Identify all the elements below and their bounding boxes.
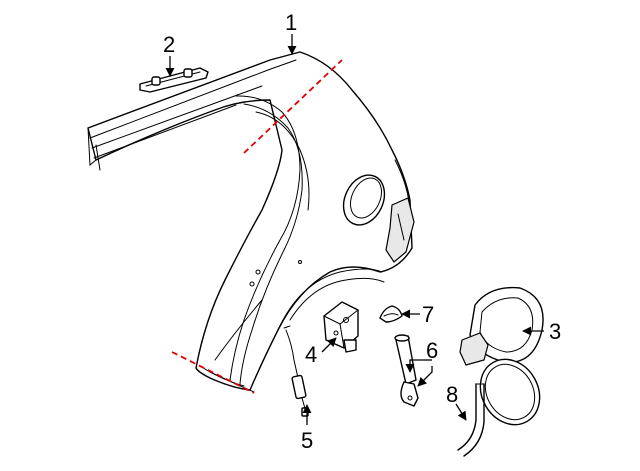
drain-tube-part [457,383,485,457]
cut-line-lower [171,351,255,394]
callout-2: 2 [163,32,175,57]
grommet-part [379,305,403,323]
callout-1: 1 [285,10,297,35]
cut-line-upper [243,59,343,154]
callout-8: 8 [446,382,458,407]
roof-bracket-part [139,67,209,93]
callout-4: 4 [305,342,317,367]
release-cable-part [283,325,309,417]
actuator-part [323,301,359,353]
quarter-panel-part [87,51,415,393]
fuel-door-part [459,286,544,426]
callout-3: 3 [549,319,561,344]
filler-pipe-part [394,334,419,407]
callout-5: 5 [301,428,313,453]
leader-lines [165,34,544,425]
callout-7: 7 [422,302,434,327]
callout-6: 6 [426,338,438,363]
